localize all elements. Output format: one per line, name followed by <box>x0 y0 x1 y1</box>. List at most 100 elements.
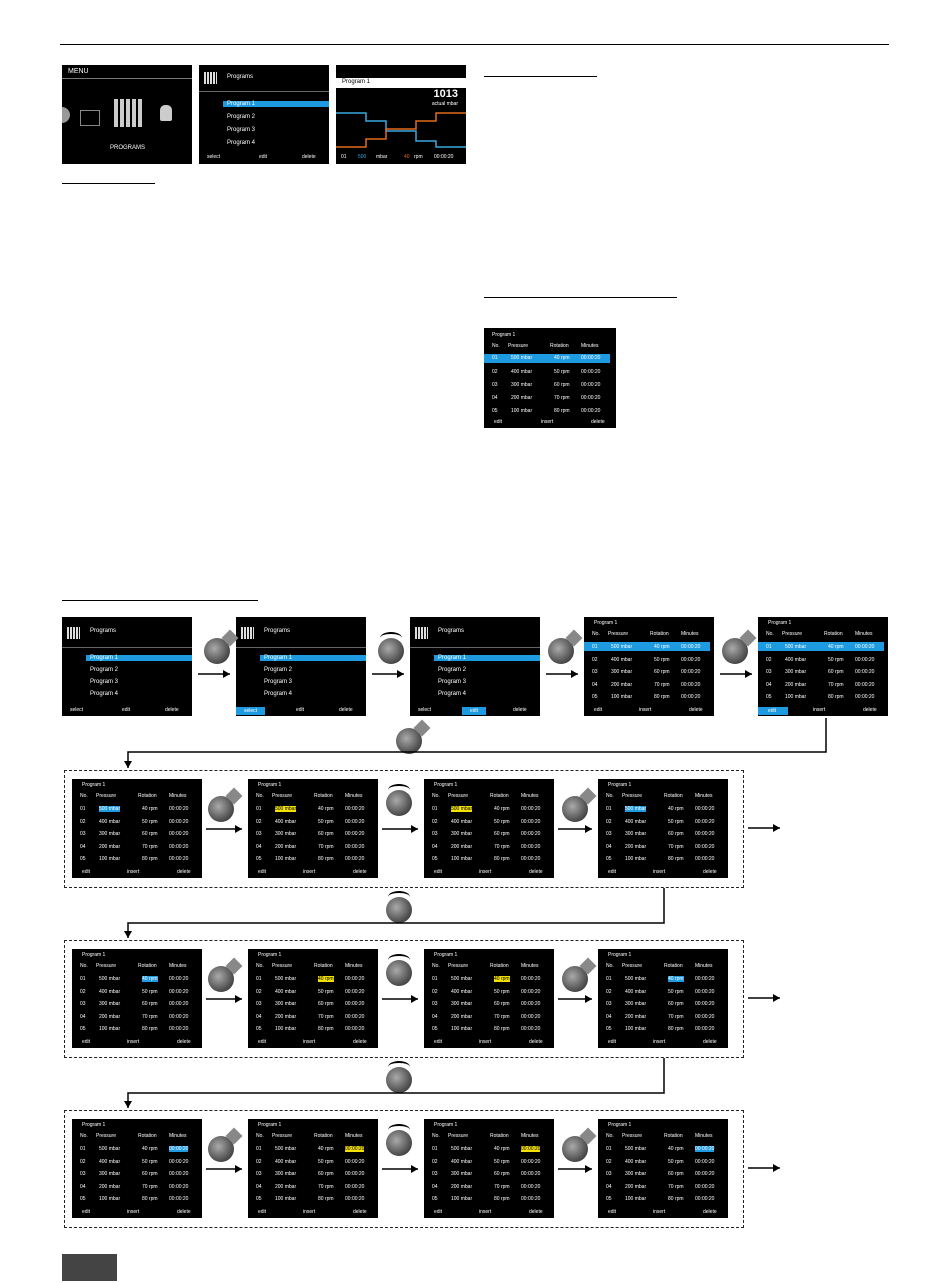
program-item[interactable]: Program 1 <box>223 101 329 107</box>
softkey-edit[interactable]: edit <box>494 419 503 425</box>
softkey-insert: insert <box>479 1039 492 1045</box>
table-cell: 04 <box>432 1013 438 1020</box>
softkey-delete[interactable]: delete <box>591 419 605 425</box>
table-cell: 02 <box>606 1158 612 1165</box>
screen-title: Programs <box>90 628 117 634</box>
table-cell: 00:00:20 <box>681 644 701 650</box>
table-cell: 500 mbar <box>275 1146 297 1152</box>
press-knob-icon <box>562 957 597 992</box>
table-title: Program 1 <box>82 1122 106 1128</box>
table-cell: 00:00:20 <box>345 1026 365 1032</box>
table-cell: 02 <box>256 988 262 995</box>
table-cell: 100 mbar <box>611 694 633 700</box>
table-header: No. <box>80 793 88 799</box>
table-cell: 01 <box>80 976 86 982</box>
table-cell: 02 <box>80 1158 86 1165</box>
table-cell: 80 rpm <box>142 856 158 862</box>
col-minutes: Minutes <box>581 343 599 349</box>
program-item[interactable]: Program 2 <box>227 114 256 120</box>
table-header: Minutes <box>169 963 187 969</box>
table-cell: 00:00:20 <box>345 818 365 825</box>
softkey-edit: edit <box>608 1209 617 1215</box>
softkey-delete[interactable]: delete <box>302 154 316 160</box>
table-header: No. <box>256 963 264 969</box>
table-cell: 60 rpm <box>494 831 510 837</box>
table-cell: 500 mbar <box>625 1146 647 1152</box>
press-knob-icon <box>396 719 431 754</box>
programs-screen: Programs Program 1 Program 2 Program 3 P… <box>199 65 329 164</box>
table-header: Pressure <box>608 631 629 637</box>
table-cell: 01 <box>432 1146 438 1152</box>
table-cell: 02 <box>432 988 438 995</box>
table-cell: 03 <box>256 1001 262 1007</box>
table-cell: 05 <box>432 1026 438 1032</box>
table-cell: 00:00:20 <box>345 1171 365 1177</box>
softkey-edit: edit <box>608 1039 617 1045</box>
softkey-edit[interactable]: edit <box>259 154 268 160</box>
table-cell: 70 rpm <box>494 1013 510 1020</box>
program-item[interactable]: Program 3 <box>227 127 256 133</box>
table-cell: 50 rpm <box>494 818 510 825</box>
run-rotation: 40 <box>404 154 410 160</box>
lock-icon <box>160 105 172 121</box>
table-cell: 01 <box>256 806 262 812</box>
table-cell: 00:00:20 <box>169 806 189 812</box>
table-cell: 300 mbar <box>625 1001 647 1007</box>
programs-icon <box>114 99 142 127</box>
table-cell: 01 <box>432 976 438 982</box>
table-cell: 05 <box>256 1026 262 1032</box>
table-header: Pressure <box>96 963 117 969</box>
table-header: No. <box>80 1133 88 1139</box>
program-item[interactable]: Program 4 <box>227 140 256 146</box>
table-header: Minutes <box>855 631 873 637</box>
table-cell: 00:00:20 <box>345 806 365 812</box>
table-cell: 60 rpm <box>828 669 844 675</box>
table-cell: 60 rpm <box>654 669 670 675</box>
table-cell: 04 <box>606 1183 612 1190</box>
table-cell: 00:00:20 <box>695 1146 715 1152</box>
table-header: Minutes <box>345 793 363 799</box>
table-cell: 05 <box>606 1196 612 1202</box>
table-header: Pressure <box>622 963 643 969</box>
table-cell: 04 <box>606 1013 612 1020</box>
table-cell: 00:00:20 <box>169 1026 189 1032</box>
program-item: Program 2 <box>90 667 119 673</box>
table-cell: 00:00:20 <box>521 818 541 825</box>
program-item: Program 2 <box>438 667 467 673</box>
table-cell: 04 <box>432 843 438 850</box>
table-cell: 400 mbar <box>625 818 647 825</box>
table-cell: 04 <box>766 681 772 688</box>
table-cell: 500 mbar <box>785 644 807 650</box>
flow-arrow <box>720 670 752 678</box>
softkey-insert: insert <box>639 707 652 713</box>
table-cell: 00:00:20 <box>521 1183 541 1190</box>
flow-arrow <box>748 824 780 832</box>
table-cell: 04 <box>592 681 598 688</box>
table-cell: 01 <box>606 806 612 812</box>
softkey-select[interactable]: select <box>207 154 221 160</box>
rotate-knob-icon <box>386 954 412 986</box>
table-title: Program 1 <box>594 620 618 626</box>
table-cell: 200 mbar <box>625 1183 647 1190</box>
table-header: No. <box>606 963 614 969</box>
table-cell: 300 mbar <box>451 1171 473 1177</box>
table-cell: 00:00:20 <box>681 681 701 688</box>
run-time: 00:00:20 <box>434 154 454 160</box>
table-cell: 03 <box>432 1001 438 1007</box>
table-cell: 00:00:20 <box>345 1196 365 1202</box>
softkey-insert[interactable]: insert <box>541 419 554 425</box>
table-cell: 04 <box>80 1183 86 1190</box>
run-step: 01 <box>341 154 347 160</box>
flow-arrow <box>748 1164 780 1172</box>
table-cell: 100 mbar <box>99 1026 121 1032</box>
table-header: Pressure <box>622 793 643 799</box>
monitor-icon <box>80 110 100 126</box>
table-cell: 00:00:20 <box>855 656 875 663</box>
table-cell: 00:00:20 <box>169 1183 189 1190</box>
program-item: Program 1 <box>434 655 540 661</box>
flow-arrow <box>382 825 418 833</box>
softkey-delete: delete <box>165 707 179 713</box>
